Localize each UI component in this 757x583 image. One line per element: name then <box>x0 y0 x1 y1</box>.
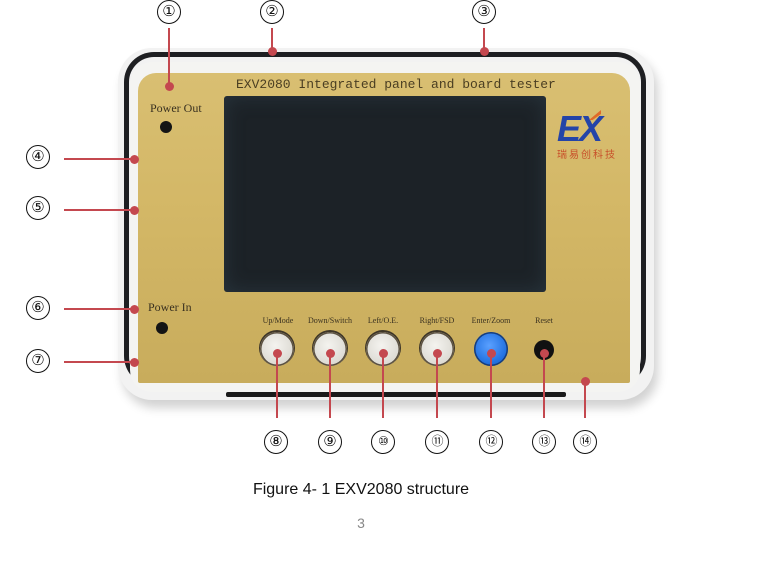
leader-dot-4 <box>129 154 139 164</box>
button-label-right-fsd: Right/FSD <box>419 316 455 325</box>
callout-4: ④ <box>26 145 50 169</box>
button-label-left-oe: Left/O.E. <box>367 316 399 325</box>
leader-line-8 <box>276 353 278 418</box>
page-number: 3 <box>357 515 365 531</box>
leader-dot-12 <box>486 349 496 358</box>
leader-line-2 <box>271 28 273 50</box>
leader-dot-7 <box>129 357 139 367</box>
callout-3: ③ <box>472 0 496 24</box>
callout-8: ⑧ <box>264 430 288 454</box>
leader-line-9 <box>329 353 331 418</box>
callout-1: ① <box>157 0 181 24</box>
button-label-reset: Reset <box>535 316 553 325</box>
lcd-screen <box>224 96 546 292</box>
power-out-port <box>160 121 172 133</box>
leader-line-11 <box>436 353 438 418</box>
device-title: EXV2080 Integrated panel and board teste… <box>236 77 556 92</box>
leader-dot-14 <box>580 377 590 386</box>
leader-line-1 <box>168 28 170 86</box>
leader-line-5 <box>64 209 134 211</box>
callout-12: ⑫ <box>479 430 503 454</box>
button-label-up-mode: Up/Mode <box>262 316 294 325</box>
leader-line-12 <box>490 353 492 418</box>
leader-line-13 <box>543 353 545 418</box>
power-in-port <box>156 322 168 334</box>
leader-line-7 <box>64 361 134 363</box>
button-label-down-switch: Down/Switch <box>308 316 352 325</box>
callout-9: ⑨ <box>318 430 342 454</box>
power-in-label: Power In <box>148 300 192 314</box>
logo-chinese-text: 瑞易创科技 <box>557 150 617 161</box>
button-label-enter-zoom: Enter/Zoom <box>471 316 511 325</box>
leader-dot-6 <box>129 304 139 314</box>
leader-dot-11 <box>432 349 442 358</box>
leader-line-6 <box>64 308 134 310</box>
leader-dot-8 <box>272 349 282 358</box>
callout-5: ⑤ <box>26 196 50 220</box>
callout-11: ⑪ <box>425 430 449 454</box>
leader-dot-1 <box>164 82 174 91</box>
leader-line-14 <box>584 381 586 418</box>
leader-dot-5 <box>129 205 139 215</box>
leader-line-3 <box>483 28 485 50</box>
leader-dot-9 <box>325 349 335 358</box>
leader-line-10 <box>382 353 384 418</box>
figure-caption: Figure 4- 1 EXV2080 structure <box>252 481 470 498</box>
callout-6: ⑥ <box>26 296 50 320</box>
callout-10: ⑩ <box>371 430 395 454</box>
leader-dot-3 <box>479 47 489 56</box>
leader-line-4 <box>64 158 134 160</box>
callout-13: ⑬ <box>532 430 556 454</box>
power-out-label: Power Out <box>150 101 202 115</box>
leader-dot-2 <box>267 47 277 56</box>
callout-14: ⑭ <box>573 430 597 454</box>
leader-dot-13 <box>539 349 549 358</box>
ex-logo-icon: EX <box>557 108 603 149</box>
leader-dot-10 <box>378 349 388 358</box>
callout-2: ② <box>260 0 284 24</box>
device-rubber-frame <box>124 52 646 386</box>
callout-7: ⑦ <box>26 349 50 373</box>
device-bottom-edge <box>226 392 566 397</box>
